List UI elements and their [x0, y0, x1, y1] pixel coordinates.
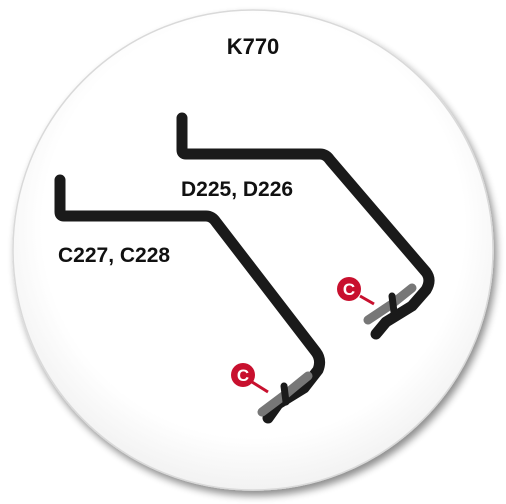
left-clip-label: C227, C228 [58, 244, 170, 267]
right-badge-leader [359, 294, 375, 306]
right-clip-rod [176, 112, 435, 340]
diagram-title: K770 [227, 34, 280, 59]
left-badge-letter: C [237, 366, 249, 385]
right-clip-tab [388, 292, 398, 316]
left-clip-badge: C [231, 363, 269, 394]
right-clip-badge: C [337, 277, 375, 306]
left-clip-rod [54, 174, 326, 424]
left-clip-tab [280, 382, 290, 406]
right-clip-label: D225, D226 [181, 178, 293, 201]
left-badge-circle [231, 363, 255, 387]
background-disc [12, 9, 494, 491]
left-badge-leader [251, 380, 269, 394]
right-badge-circle [337, 277, 361, 301]
left-clip [54, 174, 326, 424]
right-badge-letter: C [343, 280, 355, 299]
right-clip [176, 112, 435, 340]
